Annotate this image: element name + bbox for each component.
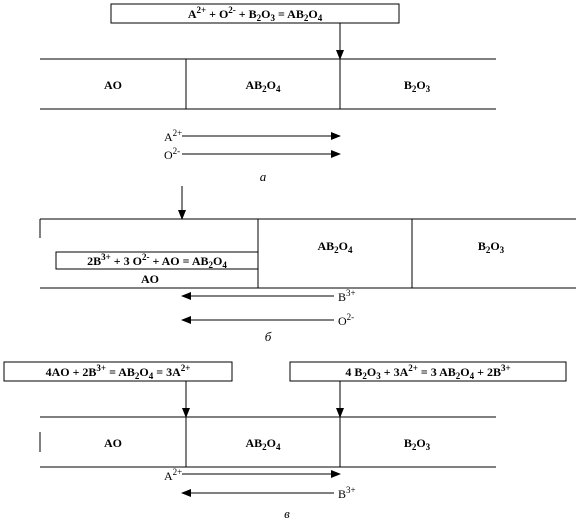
layer-ao-label: AO <box>141 272 159 286</box>
ion-label-o: O2- <box>164 146 180 162</box>
layer-b2o3-label: B2O3 <box>478 239 505 255</box>
layer-spinel-label: AB2O4 <box>245 436 281 452</box>
ion-label-a: A2+ <box>164 128 182 144</box>
panel-c: 4AO + 2B3+ = AB2O4 = 3A2+ 4 B2O3 + 3A2+ … <box>3 361 567 521</box>
layer-b2o3-label: B2O3 <box>404 436 431 452</box>
panel-a: A2+ + O2- + B2O3 = AB2O4 AO AB2O4 B2O3 A… <box>40 3 496 184</box>
layer-spinel-label: AB2O4 <box>317 239 353 255</box>
reaction-equation-left: 4AO + 2B3+ = AB2O4 = 3A2+ <box>46 363 191 381</box>
panel-caption: б <box>265 329 272 344</box>
ion-label-o: O2- <box>338 312 354 328</box>
panel-caption: а <box>260 169 267 184</box>
reaction-equation-box <box>55 251 259 270</box>
layer-ao-label: AO <box>104 436 122 450</box>
reaction-equation-box <box>110 3 400 24</box>
ion-label-a: A2+ <box>164 467 182 483</box>
reaction-equation: A2+ + O2- + B2O3 = AB2O4 <box>188 5 323 23</box>
reaction-equation: 2B3+ + 3 O2- + AO = AB2O4 <box>87 252 227 270</box>
panel-caption: в <box>284 506 290 521</box>
panel-b: 2B3+ + 3 O2- + AO = AB2O4 AO AB2O4 B2O3 … <box>39 186 576 344</box>
ion-label-b: B3+ <box>338 485 356 501</box>
reaction-equation-right: 4 B2O3 + 3A2+ = 3 AB2O4 + 2B3+ <box>345 363 510 381</box>
layer-ao-label: AO <box>104 78 122 92</box>
layer-b2o3-label: B2O3 <box>404 78 431 94</box>
reaction-equation-box-left <box>3 361 233 382</box>
ion-label-b: B3+ <box>338 288 356 304</box>
layer-spinel-label: AB2O4 <box>245 78 281 94</box>
reaction-equation-box-right <box>289 361 567 382</box>
